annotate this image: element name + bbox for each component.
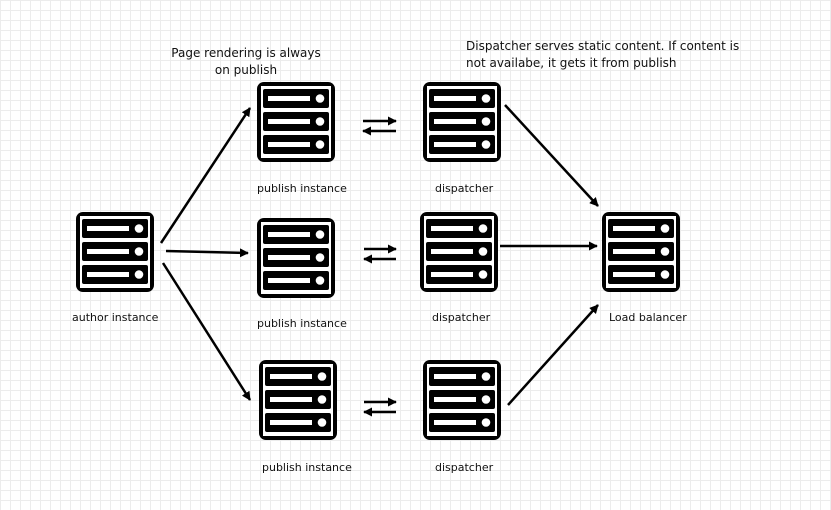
edge-publish-dispatcher-bottom	[363, 397, 397, 417]
dispatcher-note-line-2: not availabe, it gets it from publish	[466, 56, 677, 70]
publish-middle-label: publish instance	[257, 317, 347, 330]
dispatcher-top-label: dispatcher	[435, 182, 494, 195]
edge-author-publish-middle	[165, 248, 249, 258]
author-server-icon	[76, 212, 154, 292]
publish-middle-server-icon	[257, 218, 335, 298]
author-label: author instance	[72, 311, 159, 324]
edge-publish-dispatcher-middle	[363, 244, 397, 264]
edge-dispatcher-top-load-balancer	[504, 104, 599, 207]
dispatcher-note-line-1: Dispatcher serves static content. If con…	[466, 39, 740, 53]
edge-dispatcher-bottom-load-balancer	[507, 304, 599, 406]
dispatcher-middle-label: dispatcher	[432, 311, 491, 324]
load-balancer-server-icon	[602, 212, 680, 292]
rendering-note-line-2: on publish	[214, 63, 278, 77]
publish-bottom-label: publish instance	[262, 461, 352, 474]
rendering-note: Page rendering is always on publish	[161, 45, 331, 79]
dispatcher-note: Dispatcher serves static content. If con…	[466, 38, 739, 72]
publish-top-label: publish instance	[257, 182, 347, 195]
dispatcher-bottom-label: dispatcher	[435, 461, 494, 474]
rendering-note-line-1: Page rendering is always	[171, 46, 321, 60]
dispatcher-middle-server-icon	[420, 212, 498, 292]
edge-author-publish-top	[159, 107, 252, 244]
dispatcher-top-server-icon	[423, 82, 501, 162]
edge-author-publish-bottom	[161, 262, 252, 401]
edge-publish-dispatcher-top	[362, 116, 397, 136]
publish-bottom-server-icon	[259, 360, 337, 440]
load-balancer-label: Load balancer	[609, 311, 687, 324]
publish-top-server-icon	[257, 82, 335, 162]
dispatcher-bottom-server-icon	[423, 360, 501, 440]
